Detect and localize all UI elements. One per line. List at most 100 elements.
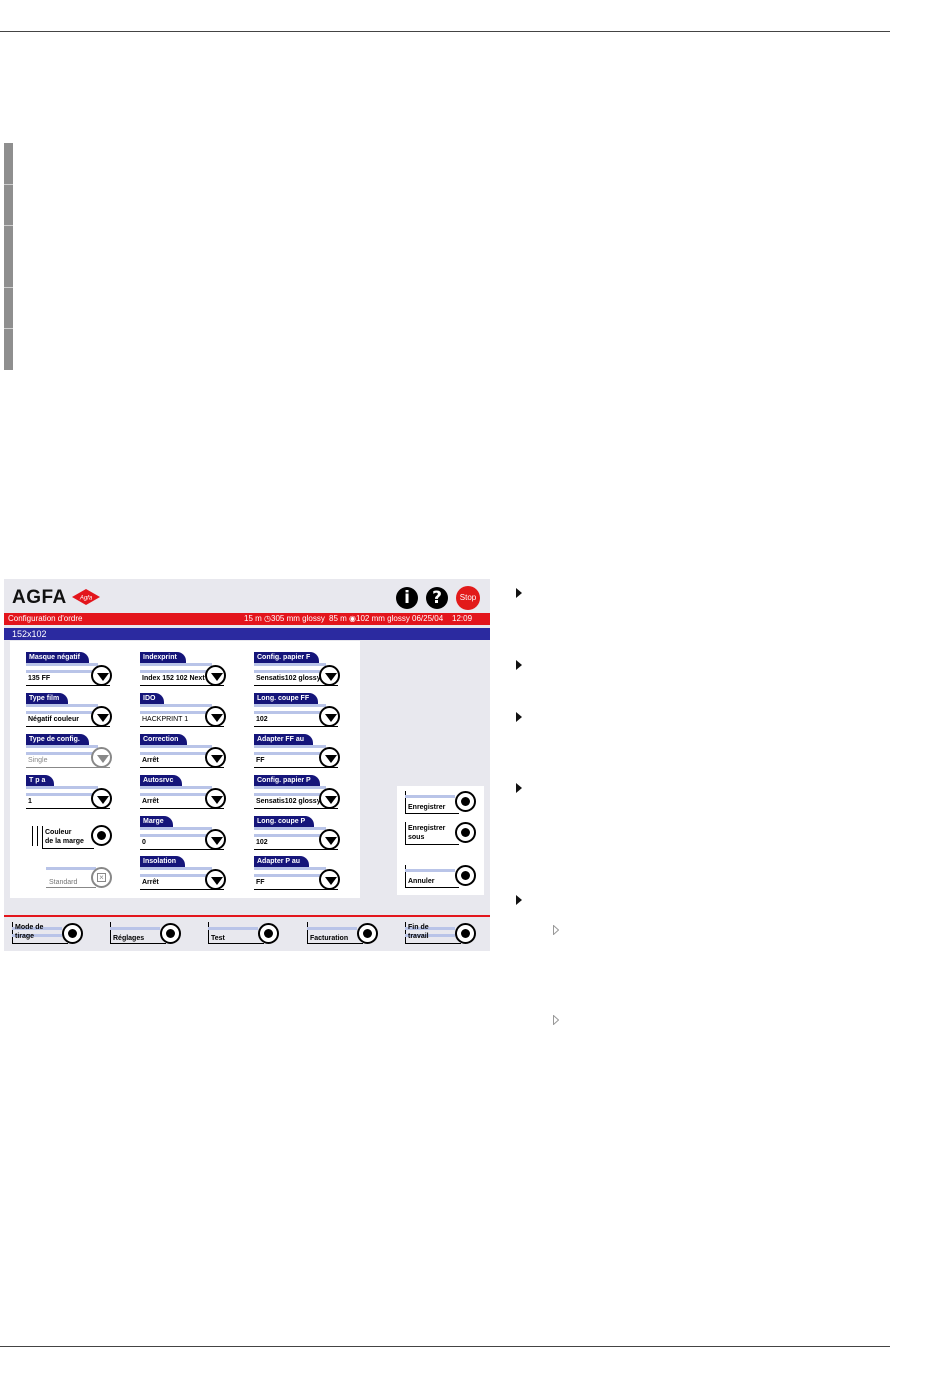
field-label: T p a	[26, 775, 55, 786]
svg-text:Agfa: Agfa	[79, 596, 93, 602]
field-label: IDO	[140, 693, 165, 704]
field-value: Arrêt	[142, 879, 159, 886]
sub-bullet-arrow-icon	[553, 1015, 559, 1025]
field-long-coupe-ff[interactable]: Long. coupe FF 102	[254, 693, 372, 729]
field-value: 1	[28, 798, 32, 805]
field-masque-negatif[interactable]: Masque négatif 135 FF	[26, 652, 144, 688]
radio-icon[interactable]	[357, 923, 378, 944]
application-screen: AGFA Agfa i ? Stop Configuration d'ordre…	[4, 579, 490, 951]
footer-separator	[4, 915, 490, 917]
dropdown-icon[interactable]	[319, 869, 340, 890]
bullet-arrow-icon	[516, 783, 522, 793]
field-label: Indexprint	[140, 652, 186, 663]
dropdown-icon[interactable]	[319, 788, 340, 809]
paper-status-2: 85 m ◉102 mm glossy	[329, 614, 410, 623]
standard-button: ×	[91, 867, 112, 888]
dropdown-icon[interactable]	[91, 788, 112, 809]
dropdown-icon[interactable]	[205, 747, 226, 768]
field-label: Autosrvc	[140, 775, 183, 786]
field-type-film[interactable]: Type film Négatif couleur	[26, 693, 144, 729]
bullet-arrow-icon	[516, 712, 522, 722]
field-label: Insolation	[140, 856, 186, 867]
dropdown-icon[interactable]	[205, 706, 226, 727]
bottom-rule	[0, 1346, 890, 1347]
field-value: 102	[256, 839, 268, 846]
field-label: Config. papier P	[254, 775, 320, 786]
dropdown-icon[interactable]	[319, 747, 340, 768]
dropdown-icon[interactable]	[319, 829, 340, 850]
date-display: 06/25/04	[412, 614, 444, 623]
field-value: Négatif couleur	[28, 716, 79, 723]
field-adapter-ff-au[interactable]: Adapter FF au FF	[254, 734, 372, 770]
settings-panel: Masque négatif 135 FF Type film Négatif …	[10, 641, 360, 898]
margin-color-button[interactable]	[91, 825, 112, 846]
field-adapter-p-au[interactable]: Adapter P au FF	[254, 856, 372, 892]
radio-icon[interactable]	[160, 923, 181, 944]
field-value: 135 FF	[28, 675, 51, 682]
margin-tab-strip	[4, 143, 13, 370]
format-title: 152x102	[12, 629, 47, 639]
sub-bullet-arrow-icon	[553, 925, 559, 935]
reglages-button[interactable]: Réglages	[110, 922, 182, 944]
field-tpa[interactable]: T p a 1	[26, 775, 144, 811]
field-label: Masque négatif	[26, 652, 89, 663]
field-config-papier-p[interactable]: Config. papier P Sensatis102 glossy	[254, 775, 372, 811]
field-insolation[interactable]: Insolation Arrêt	[140, 856, 258, 892]
field-label: Type de config.	[26, 734, 89, 745]
dropdown-icon[interactable]	[205, 788, 226, 809]
color-swatch-bracket	[32, 826, 38, 846]
radio-icon[interactable]	[62, 923, 83, 944]
dropdown-icon	[91, 747, 112, 768]
field-ido[interactable]: IDO HACKPRINT 1	[140, 693, 258, 729]
button-label: Test	[211, 935, 225, 942]
save-button[interactable]	[455, 791, 476, 812]
radio-icon[interactable]	[455, 923, 476, 944]
top-rule	[0, 31, 890, 32]
field-config-papier-f[interactable]: Config. papier F Sensatis102 glossy	[254, 652, 372, 688]
field-long-coupe-p[interactable]: Long. coupe P 102	[254, 816, 372, 852]
field-value: HACKPRINT 1	[142, 716, 189, 723]
field-correction[interactable]: Correction Arrêt	[140, 734, 258, 770]
dropdown-icon[interactable]	[205, 829, 226, 850]
save-label: Enregistrer	[408, 804, 446, 811]
dropdown-icon[interactable]	[319, 706, 340, 727]
stop-button[interactable]: Stop	[456, 586, 480, 610]
dropdown-icon[interactable]	[91, 665, 112, 686]
bullet-arrow-icon	[516, 895, 522, 905]
dropdown-icon[interactable]	[205, 869, 226, 890]
save-as-button[interactable]	[455, 822, 476, 843]
field-label: Type film	[26, 693, 69, 704]
field-marge[interactable]: Marge 0	[140, 816, 258, 852]
facturation-button[interactable]: Facturation	[307, 922, 379, 944]
help-icon[interactable]: ?	[426, 587, 448, 609]
dropdown-icon[interactable]	[319, 665, 340, 686]
clock-icon: ◷	[264, 614, 272, 623]
field-indexprint[interactable]: Indexprint Index 152 102 Next	[140, 652, 258, 688]
info-icon[interactable]: i	[396, 587, 418, 609]
active-magazine-icon: ◉	[349, 614, 357, 623]
field-label: Adapter FF au	[254, 734, 314, 745]
field-autosrvc[interactable]: Autosrvc Arrêt	[140, 775, 258, 811]
dropdown-icon[interactable]	[91, 706, 112, 727]
field-value: 0	[142, 839, 146, 846]
title-bar: Configuration d'ordre 15 m ◷305 mm gloss…	[4, 613, 490, 625]
test-button[interactable]: Test	[208, 922, 280, 944]
bullet-arrow-icon	[516, 588, 522, 598]
dropdown-icon[interactable]	[205, 665, 226, 686]
button-label: Facturation	[310, 935, 349, 942]
field-value: Index 152 102 Next	[142, 675, 205, 682]
field-label: Adapter P au	[254, 856, 310, 867]
cancel-button[interactable]	[455, 865, 476, 886]
cancel-label: Annuler	[408, 878, 435, 885]
time-display: 12:09	[452, 614, 473, 623]
agfa-logo: AGFA	[12, 587, 67, 608]
field-value: Sensatis102 glossy	[256, 675, 321, 682]
field-label: Correction	[140, 734, 188, 745]
field-label: Long. coupe P	[254, 816, 315, 827]
field-value: FF	[256, 757, 265, 764]
radio-icon[interactable]	[258, 923, 279, 944]
